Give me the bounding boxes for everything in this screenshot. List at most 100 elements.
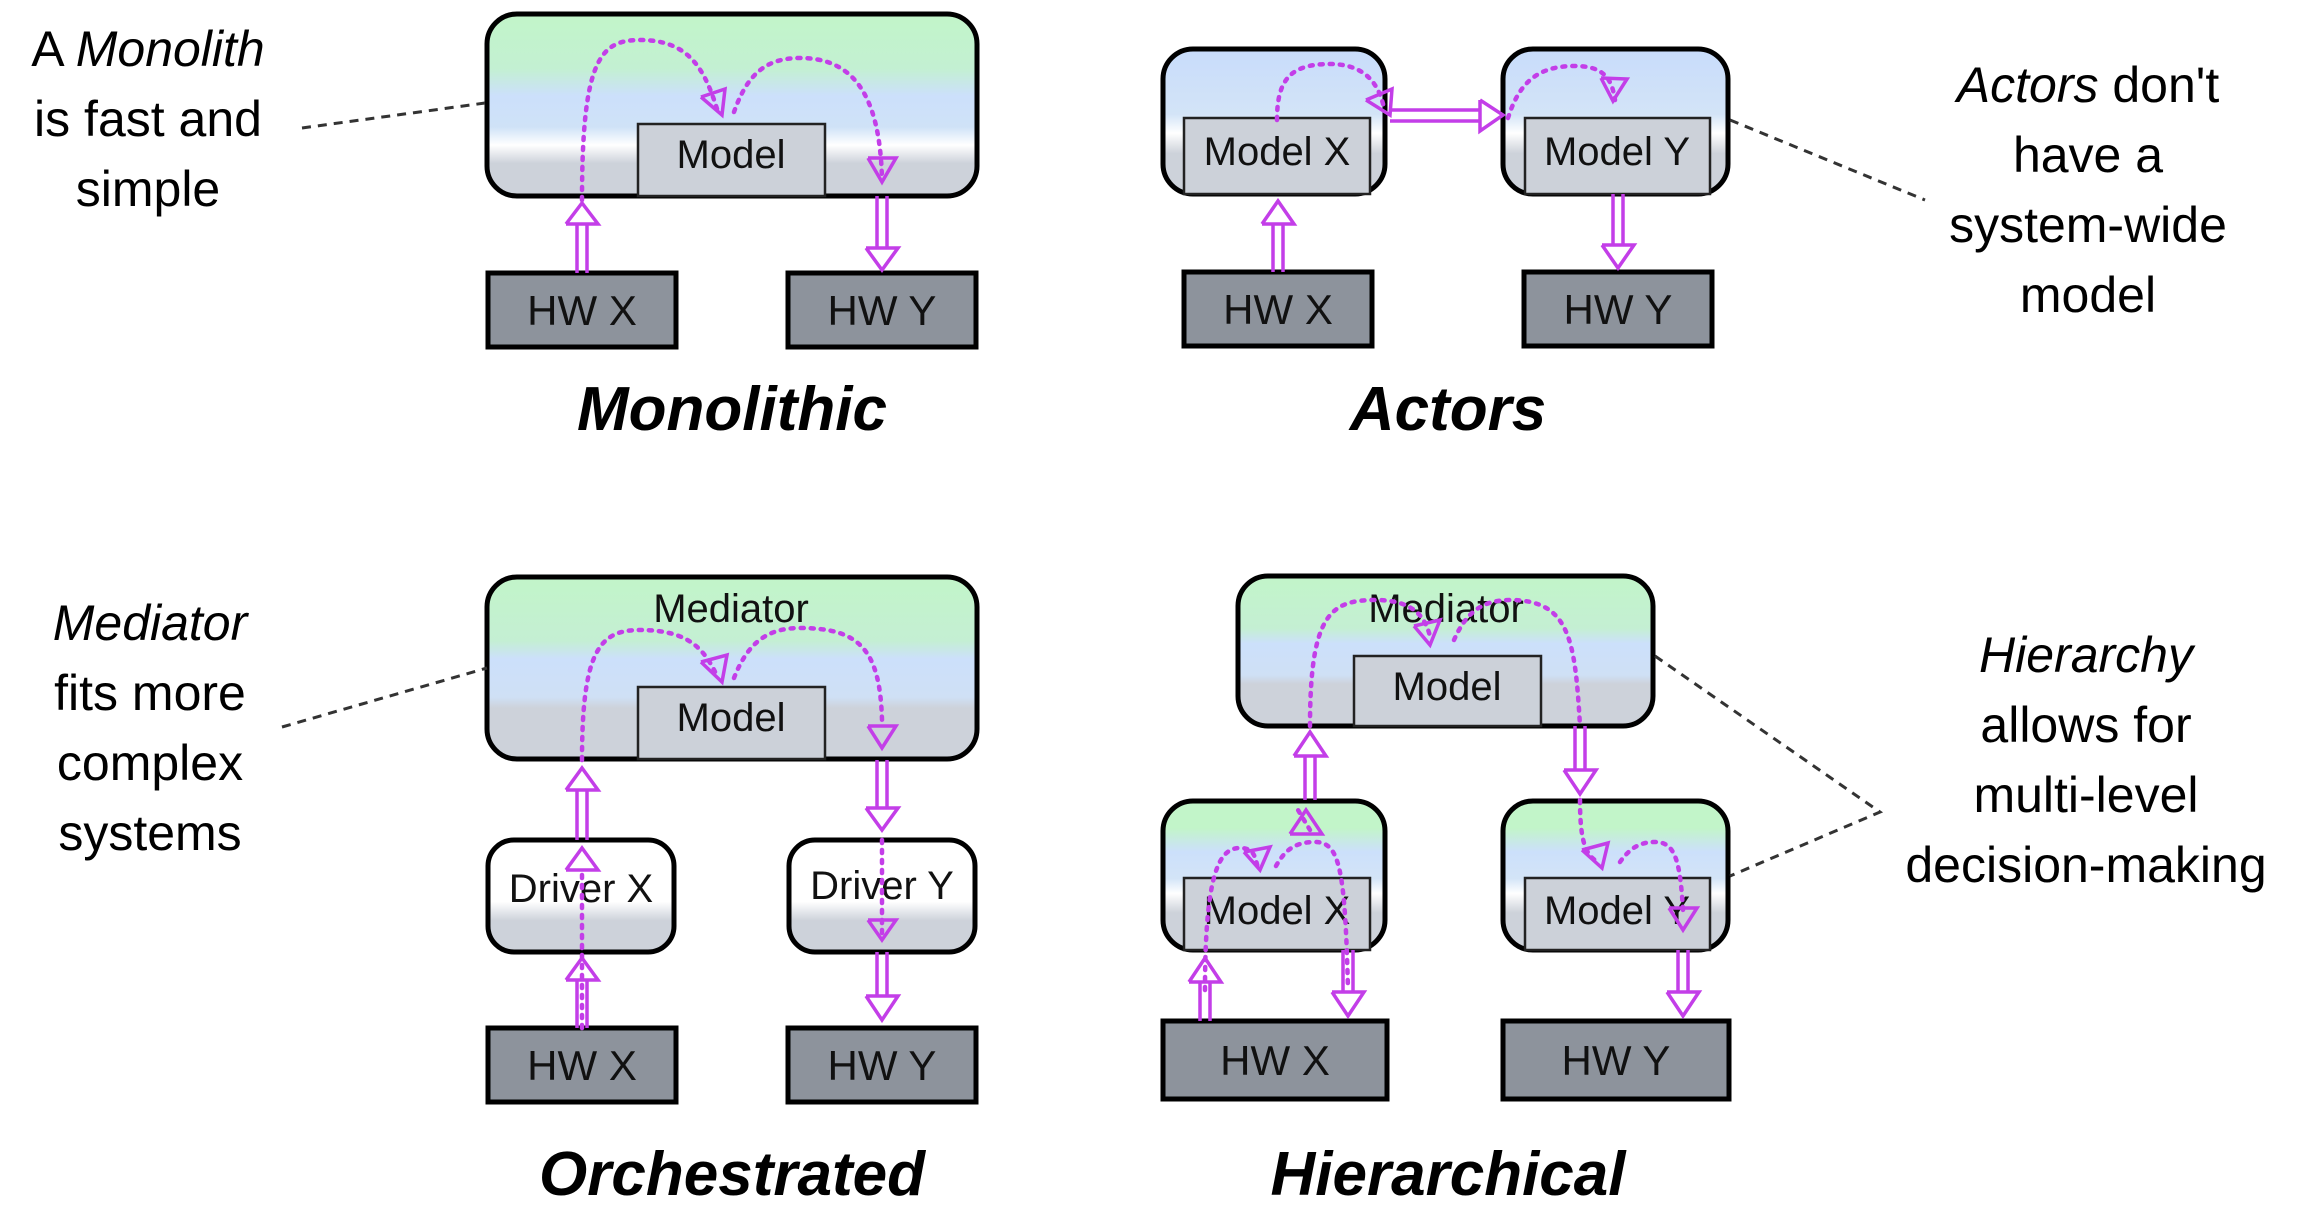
note-actors-line1-em: Actors — [1954, 57, 2099, 113]
flow-arrowhead — [866, 724, 900, 752]
double-arrow-head — [1288, 806, 1326, 836]
double-arrow-head — [1562, 768, 1600, 798]
note-monolith-line2: is fast and — [34, 91, 262, 147]
hw-y-box — [785, 270, 979, 350]
double-arrow-head — [866, 918, 900, 944]
note-hierarchy: Hierarchy allows for multi-level decisio… — [1654, 627, 2267, 893]
model-label: Model — [677, 133, 786, 177]
note-mediator-line2: fits more — [54, 665, 246, 721]
flow-path — [1202, 845, 1261, 993]
flow-arrowhead — [866, 156, 900, 186]
flow-arrowhead — [1667, 906, 1701, 934]
flow-arrowhead — [1580, 840, 1611, 872]
leader-line — [281, 666, 488, 729]
note-actors-line2: have a — [2013, 127, 2163, 183]
model-x-box — [1182, 876, 1372, 952]
hw-y-box — [1521, 269, 1715, 349]
hw-y-label: HW Y — [828, 1042, 937, 1089]
model-y-box — [1523, 876, 1712, 952]
note-monolith-line3: simple — [76, 161, 220, 217]
hw-x-label: HW X — [1220, 1037, 1330, 1084]
double-arrow-head — [564, 200, 602, 226]
title-hierarchical: Hierarchical — [1271, 1140, 1628, 1209]
svg-text:Actors don't: Actors don't — [1954, 57, 2220, 113]
hw-x-box — [485, 1025, 679, 1105]
double-arrow-head — [864, 994, 902, 1024]
mediator-label: Mediator — [1368, 587, 1524, 631]
hw-x-box — [485, 270, 679, 350]
double-arrow-head — [1600, 243, 1638, 272]
hw-x-box — [1181, 269, 1375, 349]
hw-x-label: HW X — [1223, 286, 1333, 333]
title-monolithic: Monolithic — [577, 375, 887, 444]
double-arrow-head — [1665, 990, 1703, 1020]
title-actors: Actors — [1348, 375, 1546, 444]
model-y-box — [1523, 116, 1712, 196]
model-box — [1352, 654, 1543, 728]
note-hierarchy-line3: multi-level — [1973, 767, 2198, 823]
model-label: Model — [1393, 665, 1502, 709]
flow-path — [579, 627, 721, 763]
note-mediator: Mediator fits more complex systems — [53, 595, 488, 861]
flow-arrowhead — [699, 86, 728, 119]
note-actors-line4: model — [2020, 267, 2156, 323]
note-mediator-line1: Mediator — [53, 595, 250, 651]
panel-hierarchical: Mediator Model Model X Model Y HW X HW Y — [1160, 573, 1732, 1209]
model-box — [636, 685, 827, 761]
model-y-label: Model Y — [1544, 130, 1690, 174]
model-box — [636, 122, 827, 198]
flow-path — [1295, 807, 1313, 833]
panel-monolithic: Model HW X HW Y Monolithic — [484, 11, 980, 444]
note-hierarchy-line1: Hierarchy — [1979, 627, 2196, 683]
hw-y-box — [785, 1025, 979, 1105]
double-arrow-head — [564, 765, 602, 792]
double-arrow-head — [864, 246, 902, 273]
double-arrow-head — [1260, 197, 1298, 226]
leader-line — [1729, 118, 1926, 202]
double-arrow-head — [1478, 98, 1507, 135]
leader-line — [1654, 654, 1884, 878]
flow-path — [1307, 597, 1433, 729]
double-arrow-head — [1187, 954, 1225, 984]
flow-path — [579, 37, 721, 203]
note-monolith-line1-em: Monolith — [76, 21, 265, 77]
note-mediator-line4: systems — [58, 805, 241, 861]
leader-line — [301, 101, 486, 130]
svg-text:A Monolith: A Monolith — [31, 21, 264, 77]
note-mediator-line3: complex — [57, 735, 243, 791]
note-monolith: A Monolith is fast and simple — [31, 21, 486, 217]
flow-path — [1505, 63, 1618, 121]
hw-x-label: HW X — [527, 287, 637, 334]
flow-path — [1274, 61, 1387, 123]
hw-y-label: HW Y — [1564, 286, 1673, 333]
double-arrow-head — [564, 845, 602, 872]
note-hierarchy-line4: decision-making — [1905, 837, 2266, 893]
flow-path — [1617, 839, 1686, 913]
panel-orchestrated: Mediator Model Driver X Driver Y HW X HW… — [484, 574, 980, 1209]
hw-x-box — [1160, 1018, 1390, 1102]
hw-x-label: HW X — [527, 1042, 637, 1089]
mediator-label: Mediator — [653, 587, 809, 631]
flow-arrowhead — [1242, 844, 1273, 874]
flow-path — [1273, 839, 1351, 993]
model-x-label: Model X — [1204, 130, 1351, 174]
double-arrow-head — [564, 955, 602, 982]
flow-path — [731, 625, 885, 723]
model-y-label: Model Y — [1544, 889, 1690, 933]
flow-arrowhead — [1365, 86, 1394, 119]
double-arrow-head — [1292, 728, 1330, 758]
model-x-label: Model X — [1204, 889, 1351, 933]
model-label: Model — [677, 696, 786, 740]
hw-y-label: HW Y — [1562, 1037, 1671, 1084]
note-actors-line1-plain: don't — [2098, 57, 2219, 113]
title-orchestrated: Orchestrated — [539, 1140, 926, 1209]
double-arrow-head — [1330, 990, 1368, 1020]
flow-arrowhead — [1599, 76, 1631, 105]
flow-arrowhead — [699, 652, 730, 686]
flow-arrowhead — [1412, 617, 1443, 649]
double-arrow-head — [864, 806, 902, 833]
hw-y-box — [1500, 1018, 1732, 1102]
note-monolith-line1-plain: A — [31, 21, 75, 77]
flow-path — [731, 55, 885, 183]
